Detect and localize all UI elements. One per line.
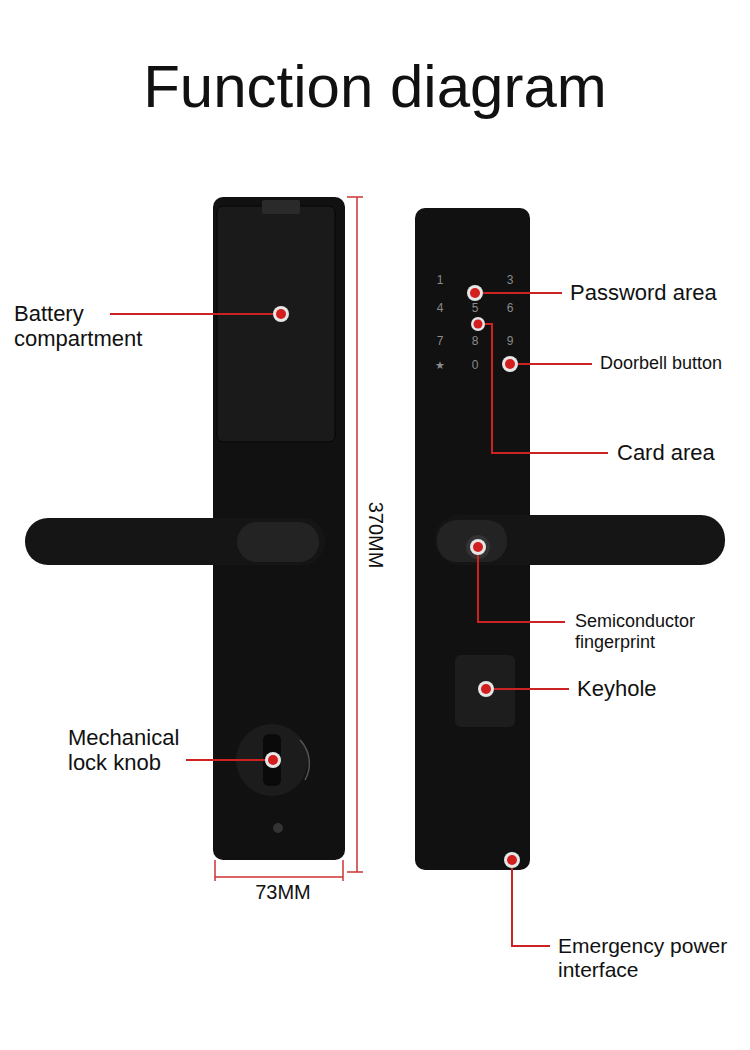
key-digit: ★: [435, 360, 445, 371]
callout-label: Password area: [570, 280, 717, 305]
key-digit: 3: [507, 274, 514, 286]
key-digit: 8: [472, 335, 479, 347]
callout-label: Mechanical lock knob: [68, 725, 203, 776]
callout-label: Card area: [617, 440, 715, 465]
key-digit: 7: [437, 335, 444, 347]
key-digit: 6: [507, 302, 514, 314]
callout-label: Battery compartment: [14, 301, 154, 352]
callout-label: Doorbell button: [600, 353, 722, 374]
callout-label: Semiconductor fingerprint: [575, 611, 735, 652]
callout-label: Keyhole: [577, 676, 657, 701]
key-digit: 9: [507, 335, 514, 347]
key-digit: 5: [472, 302, 479, 314]
dimension-rotated: 370MM: [364, 502, 387, 569]
key-digit: 1: [437, 274, 444, 286]
dimension-centered: 73MM: [255, 881, 311, 904]
page-title: Function diagram: [0, 52, 750, 121]
key-digit: 0: [472, 359, 479, 371]
key-digit: 4: [437, 302, 444, 314]
callout-label: Emergency power interface: [558, 934, 743, 982]
